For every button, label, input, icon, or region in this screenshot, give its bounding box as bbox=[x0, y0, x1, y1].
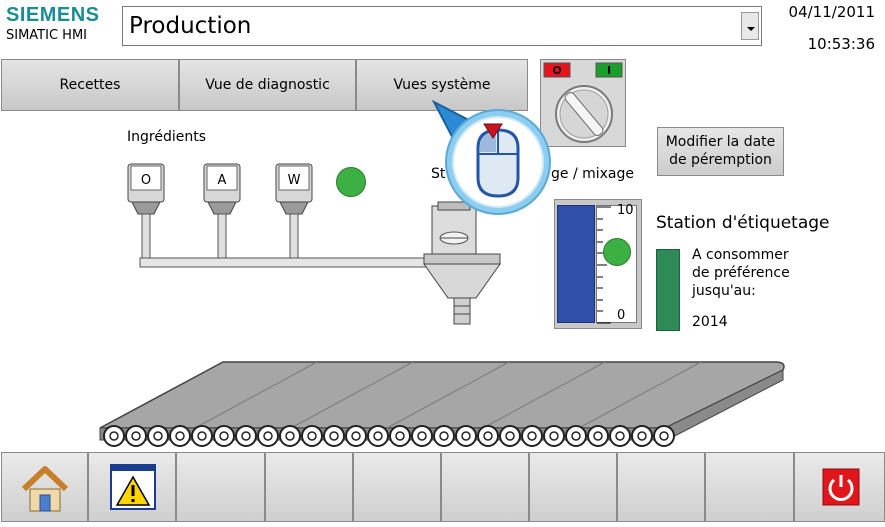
siemens-logo: SIEMENS bbox=[6, 4, 100, 26]
conveyor-belt bbox=[99, 361, 785, 447]
gauge-fill bbox=[557, 205, 595, 323]
expiry-button-line2: de péremption bbox=[669, 152, 772, 168]
function-key-7[interactable] bbox=[529, 452, 617, 522]
tank-o bbox=[127, 163, 165, 259]
on-indicator bbox=[595, 62, 623, 78]
tank-a-label: A bbox=[218, 173, 227, 188]
siemens-brand: SIEMENS SIMATIC HMI bbox=[6, 4, 100, 43]
time-display: 10:53:36 bbox=[807, 35, 875, 53]
best-before-text: A consommer de préférence jusqu'au: bbox=[692, 246, 790, 300]
home-button[interactable] bbox=[1, 452, 88, 522]
power-button[interactable] bbox=[794, 452, 885, 522]
best-before-year: 2014 bbox=[692, 314, 728, 330]
ingredients-piping: O A W bbox=[127, 163, 440, 268]
function-key-4[interactable] bbox=[265, 452, 353, 522]
mixing-title-right: ge / mixage bbox=[551, 166, 635, 182]
gauge-min-label: 0 bbox=[617, 308, 626, 323]
ingredients-title: Ingrédients bbox=[127, 129, 206, 145]
chevron-down-icon[interactable] bbox=[741, 12, 759, 40]
expiry-button-line1: Modifier la date bbox=[665, 134, 776, 150]
function-key-5[interactable] bbox=[353, 452, 441, 522]
date-display: 04/11/2011 bbox=[788, 3, 875, 21]
mixing-status-lamp bbox=[603, 238, 631, 266]
tank-w-label: W bbox=[288, 173, 301, 188]
modify-expiry-date-button[interactable]: Modifier la date de péremption bbox=[657, 127, 784, 176]
warning-icon bbox=[110, 464, 156, 510]
alarm-button[interactable] bbox=[88, 452, 176, 522]
off-label: O bbox=[552, 64, 561, 77]
function-key-3[interactable] bbox=[176, 452, 265, 522]
gauge-max-label: 10 bbox=[617, 203, 634, 218]
ingredients-status-lamp bbox=[336, 167, 366, 197]
screen-selector[interactable]: Production bbox=[122, 6, 762, 46]
power-icon bbox=[822, 468, 860, 506]
system-views-button[interactable]: Vues système bbox=[356, 59, 528, 111]
off-indicator bbox=[543, 62, 571, 78]
labeling-station-title: Station d'étiquetage bbox=[656, 213, 830, 233]
screen-selector-value: Production bbox=[129, 13, 252, 39]
on-off-switch[interactable]: O I bbox=[540, 59, 626, 147]
mixing-title-left: St bbox=[431, 166, 446, 182]
function-key-6[interactable] bbox=[441, 452, 529, 522]
tank-a bbox=[203, 163, 241, 259]
recipes-button[interactable]: Recettes bbox=[1, 59, 179, 111]
mouse-click-icon bbox=[431, 99, 551, 215]
diagnostics-button[interactable]: Vue de diagnostic bbox=[179, 59, 356, 111]
function-key-9[interactable] bbox=[705, 452, 794, 522]
function-key-8[interactable] bbox=[617, 452, 705, 522]
mixing-level-gauge: 10 0 bbox=[554, 199, 642, 329]
best-before-line2: de préférence bbox=[692, 265, 790, 281]
best-before-line3: jusqu'au: bbox=[692, 283, 756, 299]
on-label: I bbox=[607, 64, 611, 77]
product-name: SIMATIC HMI bbox=[6, 28, 87, 43]
home-icon bbox=[21, 466, 69, 512]
mixer-silo bbox=[423, 201, 501, 325]
best-before-line1: A consommer bbox=[692, 247, 789, 263]
tank-o-label: O bbox=[141, 173, 151, 188]
labeling-status-bar bbox=[656, 249, 680, 331]
